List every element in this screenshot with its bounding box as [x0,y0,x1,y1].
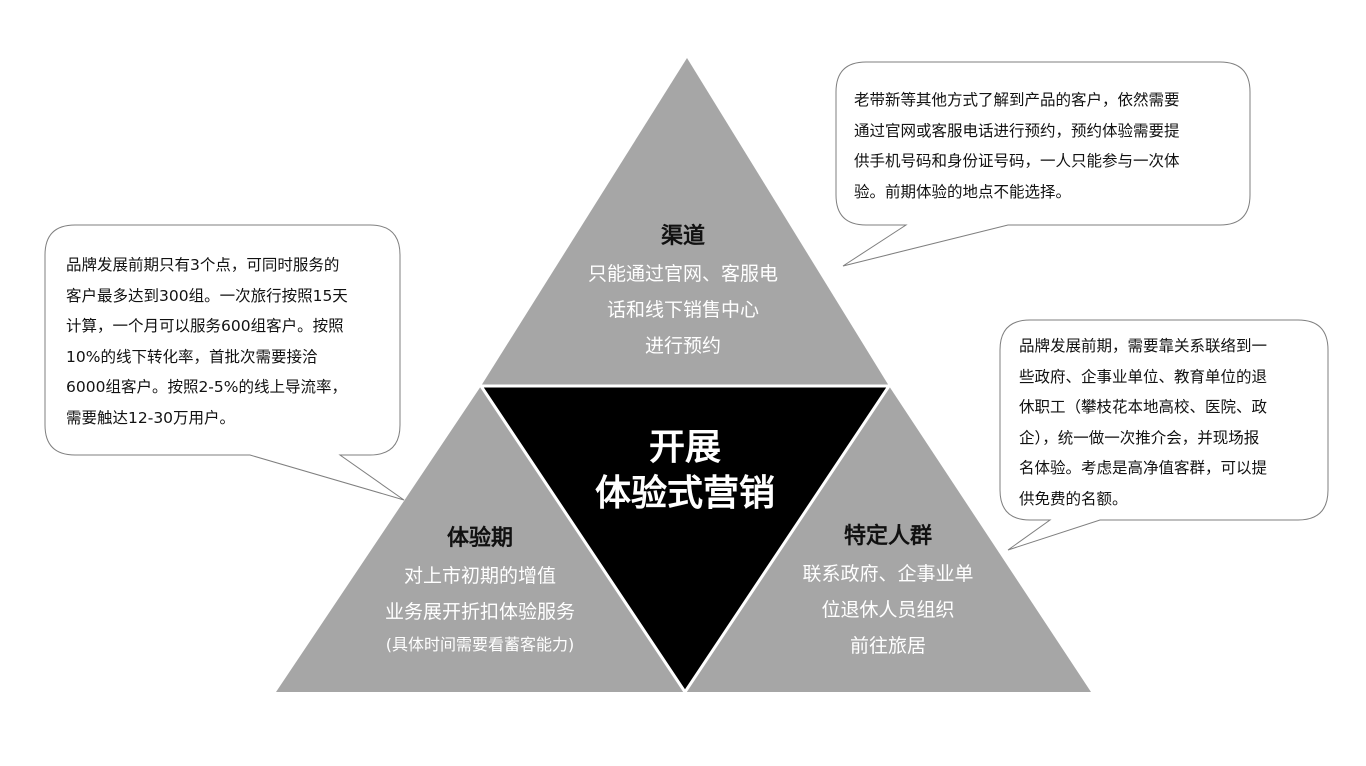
callout-line: 品牌发展前期只有3个点，可同时服务的 [66,256,340,274]
callout-line: 6000组客户。按照2-5%的线上导流率， [66,378,347,396]
callout-bubble-top-right [835,61,1251,267]
right-title: 特定人群 [843,524,932,549]
callout-line: 通过官网或客服电话进行预约，预约体验需要提 [854,121,1180,140]
right-line: 前往旅居 [849,635,926,657]
left-section: 体验期 对上市初期的增值 业务展开折扣体验服务 (具体时间需要看蓄客能力) [360,520,600,660]
right-line: 联系政府、企事业单 [802,563,974,585]
callout-line: 企），统一做一次推介会，并现场报 [1019,428,1260,447]
callout-line: 供免费的名额。 [1019,489,1128,508]
left-line: 对上市初期的增值 [403,565,556,587]
callout-line: 计算，一个月可以服务600组客户。按照 [66,317,344,335]
center-title: 开展 体验式营销 [560,425,810,517]
callout-line: 些政府、企事业单位、教育单位的退 [1019,367,1268,386]
top-line: 话和线下销售中心 [606,299,759,321]
callout-line: 客户最多达到300组。一次旅行按照15天 [66,286,348,305]
callout-line: 休职工（攀枝花本地高校、医院、政 [1019,398,1268,416]
top-title: 渠道 [660,224,705,249]
left-note: (具体时间需要看蓄客能力) [385,635,575,654]
callout-line: 名体验。考虑是高净值客群，可以提 [1019,459,1268,477]
callout-text-right: 品牌发展前期，需要靠关系联络到一 些政府、企事业单位、教育单位的退 休职工（攀枝… [1019,331,1267,514]
top-triangle [481,58,889,386]
left-triangle [276,386,685,692]
right-line: 位退休人员组织 [821,599,955,621]
top-line: 只能通过官网、客服电 [587,263,778,285]
top-section: 渠道 只能通过官网、客服电 话和线下销售中心 进行预约 [563,218,803,364]
callout-text-left: 品牌发展前期只有3个点，可同时服务的 客户最多达到300组。一次旅行按照15天 … [66,250,348,433]
callout-text-top-right: 老带新等其他方式了解到产品的客户，依然需要 通过官网或客服电话进行预约，预约体验… [854,85,1180,207]
callout-line: 供手机号码和身份证号码，一人只能参与一次体 [854,152,1180,170]
center-triangle [478,384,892,695]
left-title: 体验期 [446,526,513,551]
right-triangle [685,386,1091,692]
top-line: 进行预约 [644,335,721,357]
callout-bubble-right [999,319,1329,551]
callout-line: 10%的线下转化率，首批次需要接洽 [66,347,318,366]
right-section: 特定人群 联系政府、企事业单 位退休人员组织 前往旅居 [768,518,1008,664]
callout-line: 品牌发展前期，需要靠关系联络到一 [1019,337,1268,355]
callout-line: 老带新等其他方式了解到产品的客户，依然需要 [854,91,1180,109]
callout-bubble-left [44,224,405,501]
center-line: 体验式营销 [594,473,775,514]
left-line: 业务展开折扣体验服务 [384,601,575,623]
callout-line: 需要触达12-30万用户。 [66,408,236,427]
center-line: 开展 [648,427,721,468]
callout-line: 验。前期体验的地点不能选择。 [854,182,1072,201]
